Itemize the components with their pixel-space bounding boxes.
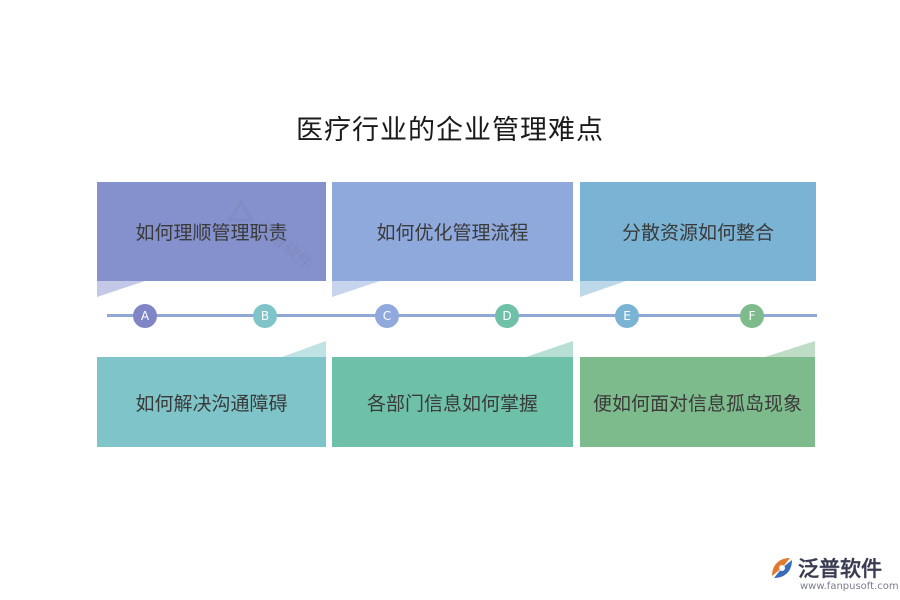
box-f-label: 便如何面对信息孤岛现象: [592, 392, 802, 415]
box-e-tail: [580, 281, 626, 297]
marker-e-letter: E: [623, 309, 631, 323]
brand-url: www.fanpusoft.com: [800, 581, 899, 592]
timeline-line: [107, 314, 817, 317]
box-b-communication: 如何解决沟通障碍: [97, 357, 326, 447]
marker-d-letter: D: [502, 309, 512, 323]
brand-logo-icon: [772, 558, 792, 578]
marker-f-letter: F: [748, 309, 756, 323]
marker-f: F: [740, 304, 764, 328]
box-b-tail: [282, 341, 326, 357]
marker-a-letter: A: [140, 309, 150, 323]
box-f-tail: [765, 341, 815, 357]
box-d-tail: [526, 341, 573, 357]
box-f-information-island: 便如何面对信息孤岛现象: [580, 357, 815, 447]
box-e-label: 分散资源如何整合: [621, 222, 774, 244]
box-c-process-optimization: 如何优化管理流程: [332, 182, 573, 281]
box-c-label: 如何优化管理流程: [376, 222, 529, 244]
marker-d: D: [495, 304, 519, 328]
marker-b: B: [253, 304, 277, 328]
marker-e: E: [615, 304, 639, 328]
box-a-label: 如何理顺管理职责: [135, 222, 288, 244]
box-c-tail: [332, 281, 380, 297]
marker-b-letter: B: [260, 309, 270, 323]
page-title: 医疗行业的企业管理难点: [296, 115, 604, 146]
box-d-label: 各部门信息如何掌握: [366, 392, 538, 415]
marker-c: C: [375, 304, 399, 328]
box-d-department-info: 各部门信息如何掌握: [332, 357, 573, 447]
box-b-label: 如何解决沟通障碍: [135, 392, 288, 415]
brand-logo: 泛普软件 www.fanpusoft.com: [768, 552, 899, 596]
box-e-resource-integration: 分散资源如何整合: [580, 182, 816, 281]
box-a-tail: [97, 281, 145, 297]
marker-a: A: [133, 304, 157, 328]
brand-name: 泛普软件: [798, 557, 882, 581]
marker-c-letter: C: [382, 309, 392, 323]
box-a-role-responsibility: 如何理顺管理职责: [97, 182, 326, 281]
